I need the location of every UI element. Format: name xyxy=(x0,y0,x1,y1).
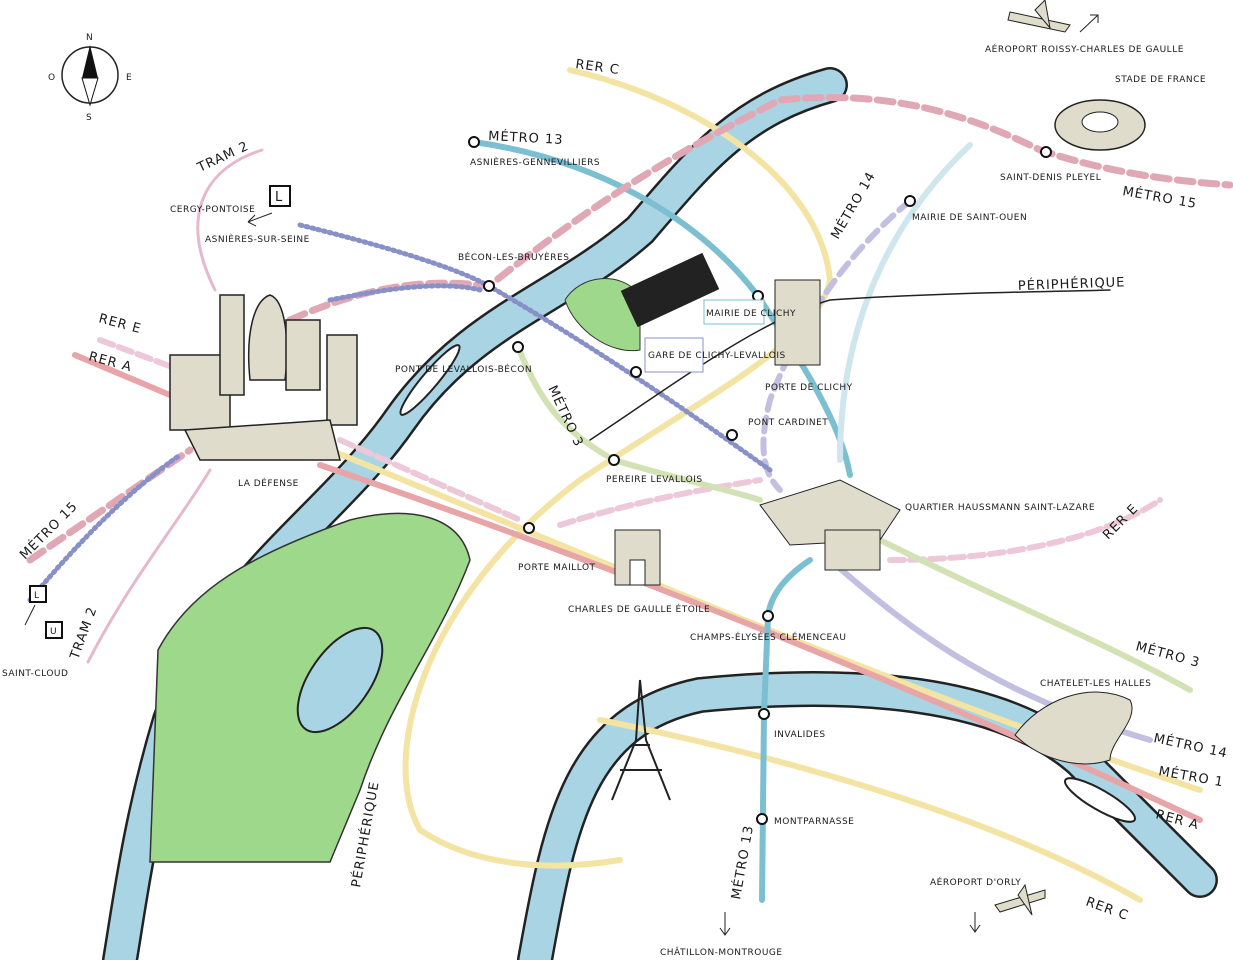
label-chatillon: CHÂTILLON-MONTROUGE xyxy=(660,946,783,958)
airplane-icon xyxy=(994,883,1046,916)
label-metro-13-bottom: MÉTRO 13 xyxy=(728,824,757,901)
label-porte-maillot: PORTE MAILLOT xyxy=(518,563,596,573)
place-labels: AÉROPORT ROISSY-CHARLES DE GAULLE STADE … xyxy=(2,43,1206,958)
station-invalides[interactable] xyxy=(758,708,770,720)
label-saint-cloud: SAINT-CLOUD xyxy=(2,669,68,679)
label-pereire: PEREIRE LEVALLOIS xyxy=(606,475,703,485)
peripherique-road xyxy=(589,289,1111,441)
label-roissy: AÉROPORT ROISSY-CHARLES DE GAULLE xyxy=(985,43,1184,55)
station-saint-denis-pleyel[interactable] xyxy=(1040,146,1052,158)
compass-n: N xyxy=(86,33,93,43)
tram-2-line xyxy=(86,148,264,664)
label-metro-3-mid: MÉTRO 3 xyxy=(544,383,586,450)
line-l-track xyxy=(27,222,773,603)
label-invalides: INVALIDES xyxy=(774,730,826,740)
label-asnieres-gennevilliers: ASNIÈRES-GENNEVILLIERS xyxy=(470,156,600,168)
clichy-housing-blocks xyxy=(620,252,720,328)
arrow-left-icon xyxy=(247,212,273,227)
label-la-defense: LA DÉFENSE xyxy=(238,477,299,489)
airplane-icon xyxy=(1007,0,1071,33)
metro-14-line xyxy=(760,198,913,493)
label-chatelet: CHATELET-LES HALLES xyxy=(1040,679,1151,689)
arc-de-triomphe xyxy=(614,529,661,586)
seine-river xyxy=(102,67,1218,960)
label-mairie-saint-ouen: MAIRIE DE SAINT-OUEN xyxy=(912,213,1027,223)
stade-de-france xyxy=(1054,99,1146,151)
label-porte-clichy: PORTE DE CLICHY xyxy=(765,383,853,393)
label-metro-14-top: MÉTRO 14 xyxy=(828,169,880,242)
station-porte-maillot[interactable] xyxy=(523,522,535,534)
label-stade: STADE DE FRANCE xyxy=(1115,75,1206,85)
station-becon[interactable] xyxy=(483,280,495,292)
station-mairie-saint-ouen[interactable] xyxy=(904,195,916,207)
station-pereire[interactable] xyxy=(608,454,620,466)
arrow-down-left-icon xyxy=(24,604,36,626)
label-rer-c-top: RER C xyxy=(574,57,620,78)
label-rer-e-right: RER E xyxy=(1100,501,1141,542)
label-gare-clichy: GARE DE CLICHY-LEVALLOIS xyxy=(648,351,786,361)
bois-de-boulogne xyxy=(149,512,471,863)
label-line-l-top: L xyxy=(275,190,283,205)
label-asnieres-seine: ASNIÈRES-SUR-SEINE xyxy=(205,233,310,245)
label-line-u: U xyxy=(50,627,57,637)
stations xyxy=(468,136,1052,825)
compass-o: O xyxy=(48,73,56,83)
label-tram-2-bottom: TRAM 2 xyxy=(67,605,100,663)
label-metro-14-right: MÉTRO 14 xyxy=(1152,730,1229,761)
arrow-down-icon xyxy=(719,912,731,936)
rer-e-line xyxy=(97,337,1163,563)
label-pont-cardinet: PONT CARDINET xyxy=(748,418,828,428)
label-metro-13-top: MÉTRO 13 xyxy=(488,128,564,148)
arrow-northeast-icon xyxy=(1079,14,1099,33)
station-pont-levallois[interactable] xyxy=(512,341,524,353)
label-becon: BÉCON-LES-BRUYÈRES xyxy=(458,251,569,263)
label-cergy: CERGY-PONTOISE xyxy=(170,205,255,215)
station-montparnasse[interactable] xyxy=(756,813,768,825)
compass-s: S xyxy=(86,113,92,123)
label-saint-denis: SAINT-DENIS PLEYEL xyxy=(1000,173,1101,183)
label-rer-e-left: RER E xyxy=(97,311,143,337)
arrow-down-icon xyxy=(969,912,981,933)
saint-lazare-building xyxy=(759,479,901,571)
label-champs: CHAMPS-ÉLYSÉES CLÉMENCEAU xyxy=(690,631,846,643)
compass-e: E xyxy=(126,73,132,83)
rer-c-line xyxy=(402,67,1143,903)
eiffel-tower xyxy=(611,679,671,801)
label-line-l-bottom: L xyxy=(34,591,40,601)
metro-13-branch-light xyxy=(837,142,973,463)
station-asnieres-gennevilliers[interactable] xyxy=(468,136,480,148)
label-orly: AÉROPORT D'ORLY xyxy=(930,876,1021,888)
label-peripherique-top: PÉRIPHÉRIQUE xyxy=(1018,274,1126,294)
chatelet-canopy xyxy=(1014,691,1133,765)
la-defense-buildings xyxy=(169,294,358,461)
label-saint-lazare: QUARTIER HAUSSMANN SAINT-LAZARE xyxy=(905,503,1095,513)
label-metro-15-right: MÉTRO 15 xyxy=(1121,183,1198,212)
label-etoile: CHARLES DE GAULLE ÉTOILE xyxy=(568,603,710,615)
porte-de-clichy-tower xyxy=(774,279,821,366)
station-gare-clichy[interactable] xyxy=(630,366,642,378)
label-rer-c-bottom: RER C xyxy=(1084,895,1131,924)
compass-rose-icon: N S E O xyxy=(48,33,132,123)
station-champs-elysees[interactable] xyxy=(762,610,774,622)
label-pont-levallois: PONT DE LEVALLOIS-BÉCON xyxy=(395,363,532,375)
station-pont-cardinet[interactable] xyxy=(726,429,738,441)
label-mairie-clichy: MAIRIE DE CLICHY xyxy=(706,309,796,319)
label-montparnasse: MONTPARNASSE xyxy=(774,817,854,827)
